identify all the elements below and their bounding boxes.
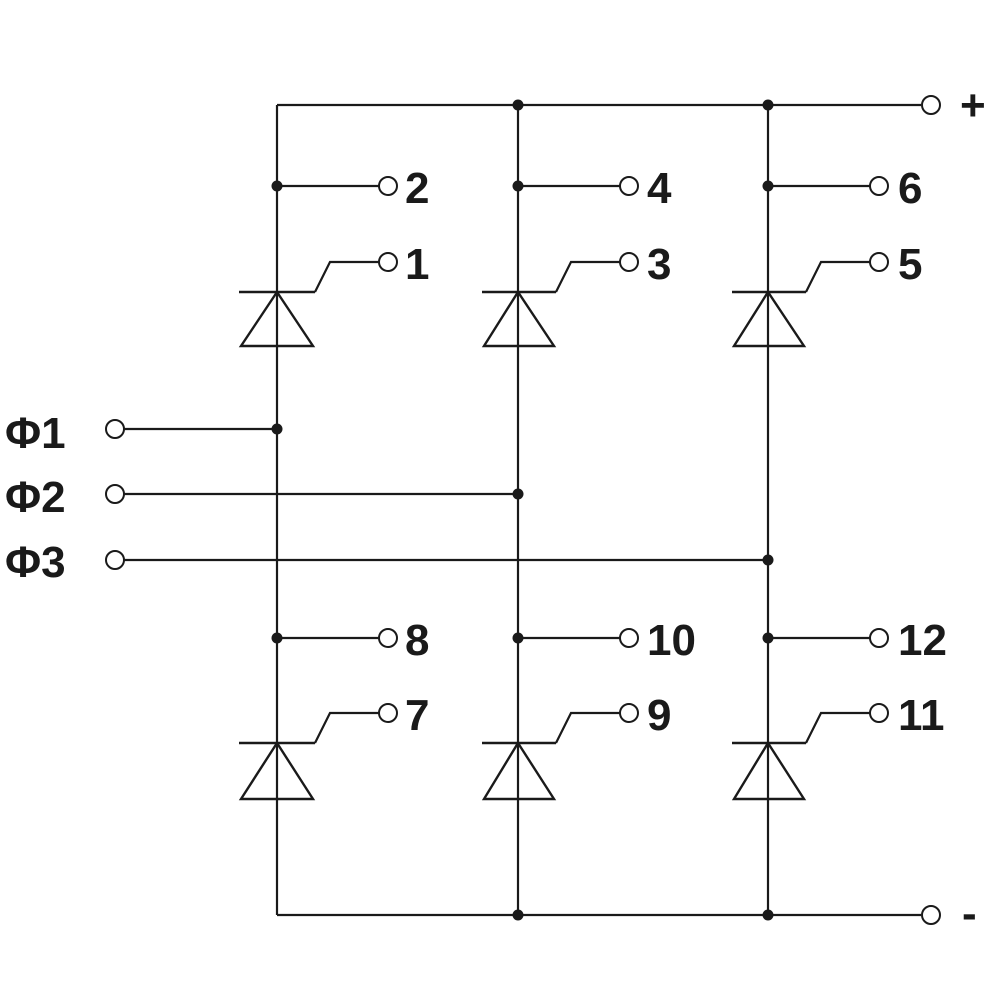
cathode-pin-terminal [619, 176, 639, 196]
phase-2-label: Φ2 [5, 473, 66, 522]
gate-pin-terminal [619, 252, 639, 272]
thyristor-lower-3: 12 11 [731, 616, 947, 801]
cathode-pin-terminal [378, 628, 398, 648]
negative-bus: - [277, 889, 977, 938]
cathode-pin-label: 8 [405, 616, 429, 665]
gate-pin-terminal [869, 703, 889, 723]
gate-pin-label: 7 [405, 691, 429, 740]
cathode-pin-terminal [619, 628, 639, 648]
cathode-pin-terminal [869, 176, 889, 196]
cathode-pin-label: 4 [647, 164, 672, 213]
positive-bus: + [277, 81, 986, 130]
gate-pin-label: 1 [405, 240, 429, 289]
positive-terminal [921, 95, 941, 115]
negative-terminal-label: - [962, 889, 977, 938]
cathode-pin-terminal [378, 176, 398, 196]
phase-3-label: Φ3 [5, 538, 66, 587]
phase-3-input: Φ3 [5, 538, 774, 587]
gate-pin-label: 11 [898, 691, 945, 740]
gate-pin-terminal [869, 252, 889, 272]
cathode-pin-label: 2 [405, 164, 429, 213]
phase-1-input: Φ1 [5, 409, 283, 458]
cathode-pin-label: 6 [898, 164, 922, 213]
phase-1-label: Φ1 [5, 409, 66, 458]
phase-2-input: Φ2 [5, 473, 524, 522]
phase-1-terminal [105, 419, 125, 439]
thyristor-lower-1: 8 7 [238, 616, 429, 801]
thyristor-lower-2: 10 9 [481, 616, 696, 801]
cathode-pin-terminal [869, 628, 889, 648]
cathode-pin-label: 10 [647, 616, 696, 665]
thyristor-upper-3: 6 5 [731, 164, 922, 348]
gate-pin-label: 9 [647, 691, 671, 740]
gate-pin-label: 5 [898, 240, 922, 289]
gate-pin-terminal [378, 252, 398, 272]
gate-pin-label: 3 [647, 240, 671, 289]
negative-terminal [921, 905, 941, 925]
cathode-pin-label: 12 [898, 616, 947, 665]
positive-terminal-label: + [960, 81, 986, 130]
gate-pin-terminal [378, 703, 398, 723]
thyristor-upper-1: 2 1 [238, 164, 429, 348]
thyristor-upper-2: 4 3 [481, 164, 672, 348]
phase-3-terminal [105, 550, 125, 570]
gate-pin-terminal [619, 703, 639, 723]
phase-2-terminal [105, 484, 125, 504]
